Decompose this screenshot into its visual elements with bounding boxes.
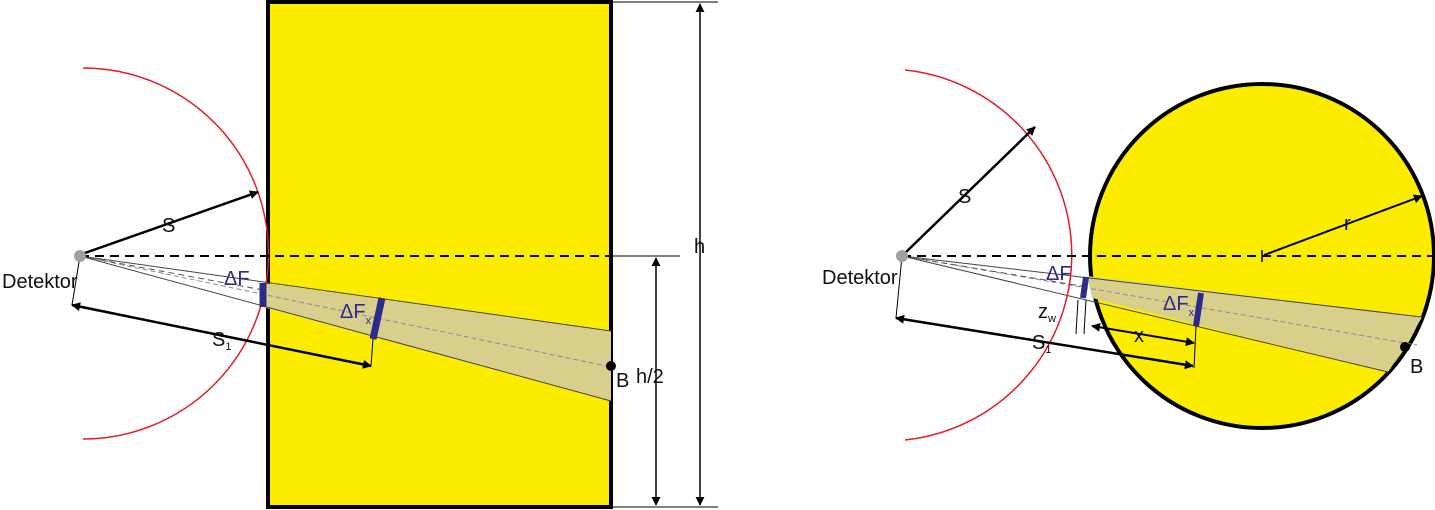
right-zw-tick-a xyxy=(1075,299,1079,335)
left-s1-arrow xyxy=(71,302,372,369)
right-delta-f xyxy=(1080,276,1089,299)
right-r-arrow xyxy=(1263,194,1423,256)
right-delta-fx-label: ΔFx xyxy=(1163,293,1195,319)
right-x-label: x xyxy=(1134,325,1144,347)
right-delta-fx xyxy=(1193,292,1204,327)
left-delta-fx-label: ΔFx xyxy=(340,301,372,327)
right-s1-tick-a xyxy=(895,255,903,319)
right-x-arrow xyxy=(1091,322,1195,347)
right-s-label: S xyxy=(958,186,971,208)
left-s-label: S xyxy=(162,215,175,237)
left-detector-point xyxy=(74,250,86,262)
right-beam-center xyxy=(901,255,1418,346)
left-beam-center xyxy=(79,255,612,368)
left-ray-mid xyxy=(79,255,264,291)
left-delta-f-label: ΔF xyxy=(224,268,250,290)
right-point-b xyxy=(1400,342,1410,352)
right-detector-point xyxy=(896,250,908,262)
left-detector-label: Detektor xyxy=(2,271,78,293)
left-s1-label: S1 xyxy=(212,329,231,353)
right-s1-tick-b xyxy=(1193,325,1197,369)
left-s1-tick-a xyxy=(71,255,81,306)
left-h-label: h xyxy=(694,236,705,258)
right-panel: Detektor S S1 zw ΔF ΔFx x r B xyxy=(822,69,1435,441)
right-s1-label: S1 xyxy=(1032,332,1051,356)
right-delta-f-label: ΔF xyxy=(1046,263,1072,285)
right-r-label: r xyxy=(1344,213,1351,235)
left-panel: Detektor S S1 ΔF ΔFx B h h/2 xyxy=(2,0,718,509)
right-detector-label: Detektor xyxy=(822,267,898,289)
right-ray-upper xyxy=(901,255,1423,318)
right-zw-tick-b xyxy=(1083,299,1087,335)
right-ray-mid xyxy=(901,255,1088,288)
right-ray-lower xyxy=(901,255,1389,373)
left-ray-upper xyxy=(79,255,612,332)
left-point-b xyxy=(606,361,616,371)
right-b-label: B xyxy=(1410,356,1423,378)
left-half-h-label: h/2 xyxy=(636,366,664,388)
left-b-label: B xyxy=(616,370,629,392)
right-s1-arrow xyxy=(895,314,1194,370)
right-s-arrow xyxy=(903,126,1036,255)
left-delta-fx xyxy=(369,297,386,340)
right-radius-arc xyxy=(904,69,1073,441)
right-beam-cone xyxy=(1087,276,1422,372)
left-slab xyxy=(266,0,613,509)
left-s-arrow xyxy=(81,190,259,256)
left-radius-arc xyxy=(82,67,270,440)
right-zw-label: zw xyxy=(1038,301,1056,325)
